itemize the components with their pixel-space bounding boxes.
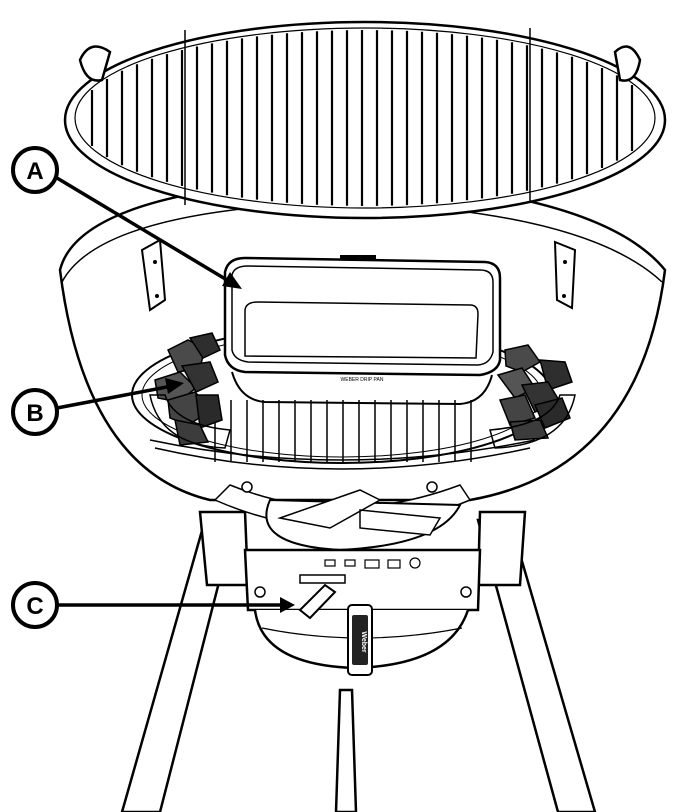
- plate-bolt-right: [426, 481, 438, 493]
- callout-a-arrowhead: [222, 272, 242, 289]
- callout-c: C: [11, 581, 295, 629]
- band-bolt-right: [460, 586, 472, 598]
- right-hook: [553, 240, 577, 310]
- grate-ring-2: [154, 447, 531, 470]
- grate-handle-right: [613, 45, 642, 82]
- callout-b: B: [11, 378, 184, 436]
- tag-label: Weber: [360, 631, 367, 653]
- callout-a: A: [11, 146, 242, 289]
- ash-catcher-slot: [299, 574, 346, 584]
- ash-catcher-band: [243, 548, 482, 612]
- charcoal-baskets: [149, 332, 576, 449]
- center-leg: [334, 688, 358, 812]
- cooking-grate-inner-ring: [74, 27, 656, 209]
- callout-b-circle: [11, 388, 59, 436]
- plate-bolt-left: [241, 481, 253, 493]
- grill-legs: [120, 510, 597, 812]
- vent-slot-1: [324, 559, 336, 567]
- right-basket: [489, 394, 576, 449]
- vent-slot-4: [387, 559, 401, 569]
- callout-a-circle: [11, 146, 59, 194]
- charcoal-grate: [149, 400, 536, 470]
- callout-b-letter: B: [26, 400, 43, 427]
- vent-dial: [409, 557, 421, 569]
- right-leg-bracket: [476, 510, 527, 587]
- drip-pan-base: [231, 371, 493, 406]
- left-leg-bracket: [198, 510, 250, 587]
- drip-pan-floor: [244, 301, 479, 359]
- grate-hinge-cutout: [184, 28, 531, 205]
- callout-a-leader: [56, 176, 233, 285]
- drip-pan-top-notch: [340, 255, 376, 260]
- vent-slot-3: [364, 559, 380, 569]
- grate-ring: [149, 439, 536, 461]
- one-touch-handle: [298, 583, 337, 620]
- one-touch-blades: [277, 489, 442, 536]
- left-hook-rivet-2: [155, 294, 159, 298]
- callout-b-arrowhead: [165, 378, 184, 394]
- callout-a-letter: A: [26, 158, 43, 185]
- cooking-grate: [63, 20, 667, 220]
- ash-catcher-tag-inner: [352, 615, 368, 665]
- cooking-grate-wires: [90, 30, 634, 206]
- left-hook: [140, 238, 167, 312]
- right-charcoal-pile: [496, 344, 573, 441]
- callout-c-letter: C: [26, 593, 43, 620]
- band-bolt-left: [254, 586, 266, 598]
- right-hook-rivet: [563, 260, 567, 264]
- grate-handle-left: [78, 45, 112, 82]
- callout-b-leader: [56, 384, 173, 410]
- vent-slot-2: [344, 559, 356, 567]
- grate-bars: [214, 400, 472, 462]
- callout-c-arrowhead: [280, 597, 295, 613]
- left-basket: [149, 394, 231, 449]
- ash-catcher: Weber: [241, 481, 482, 676]
- drip-pan-label: WEBER DRIP PAN: [341, 377, 384, 383]
- drip-pan: WEBER DRIP PAN: [223, 255, 502, 406]
- right-hook-rivet-2: [562, 294, 566, 298]
- left-hook-rivet: [153, 260, 157, 264]
- cooking-grate-ring: [63, 20, 667, 220]
